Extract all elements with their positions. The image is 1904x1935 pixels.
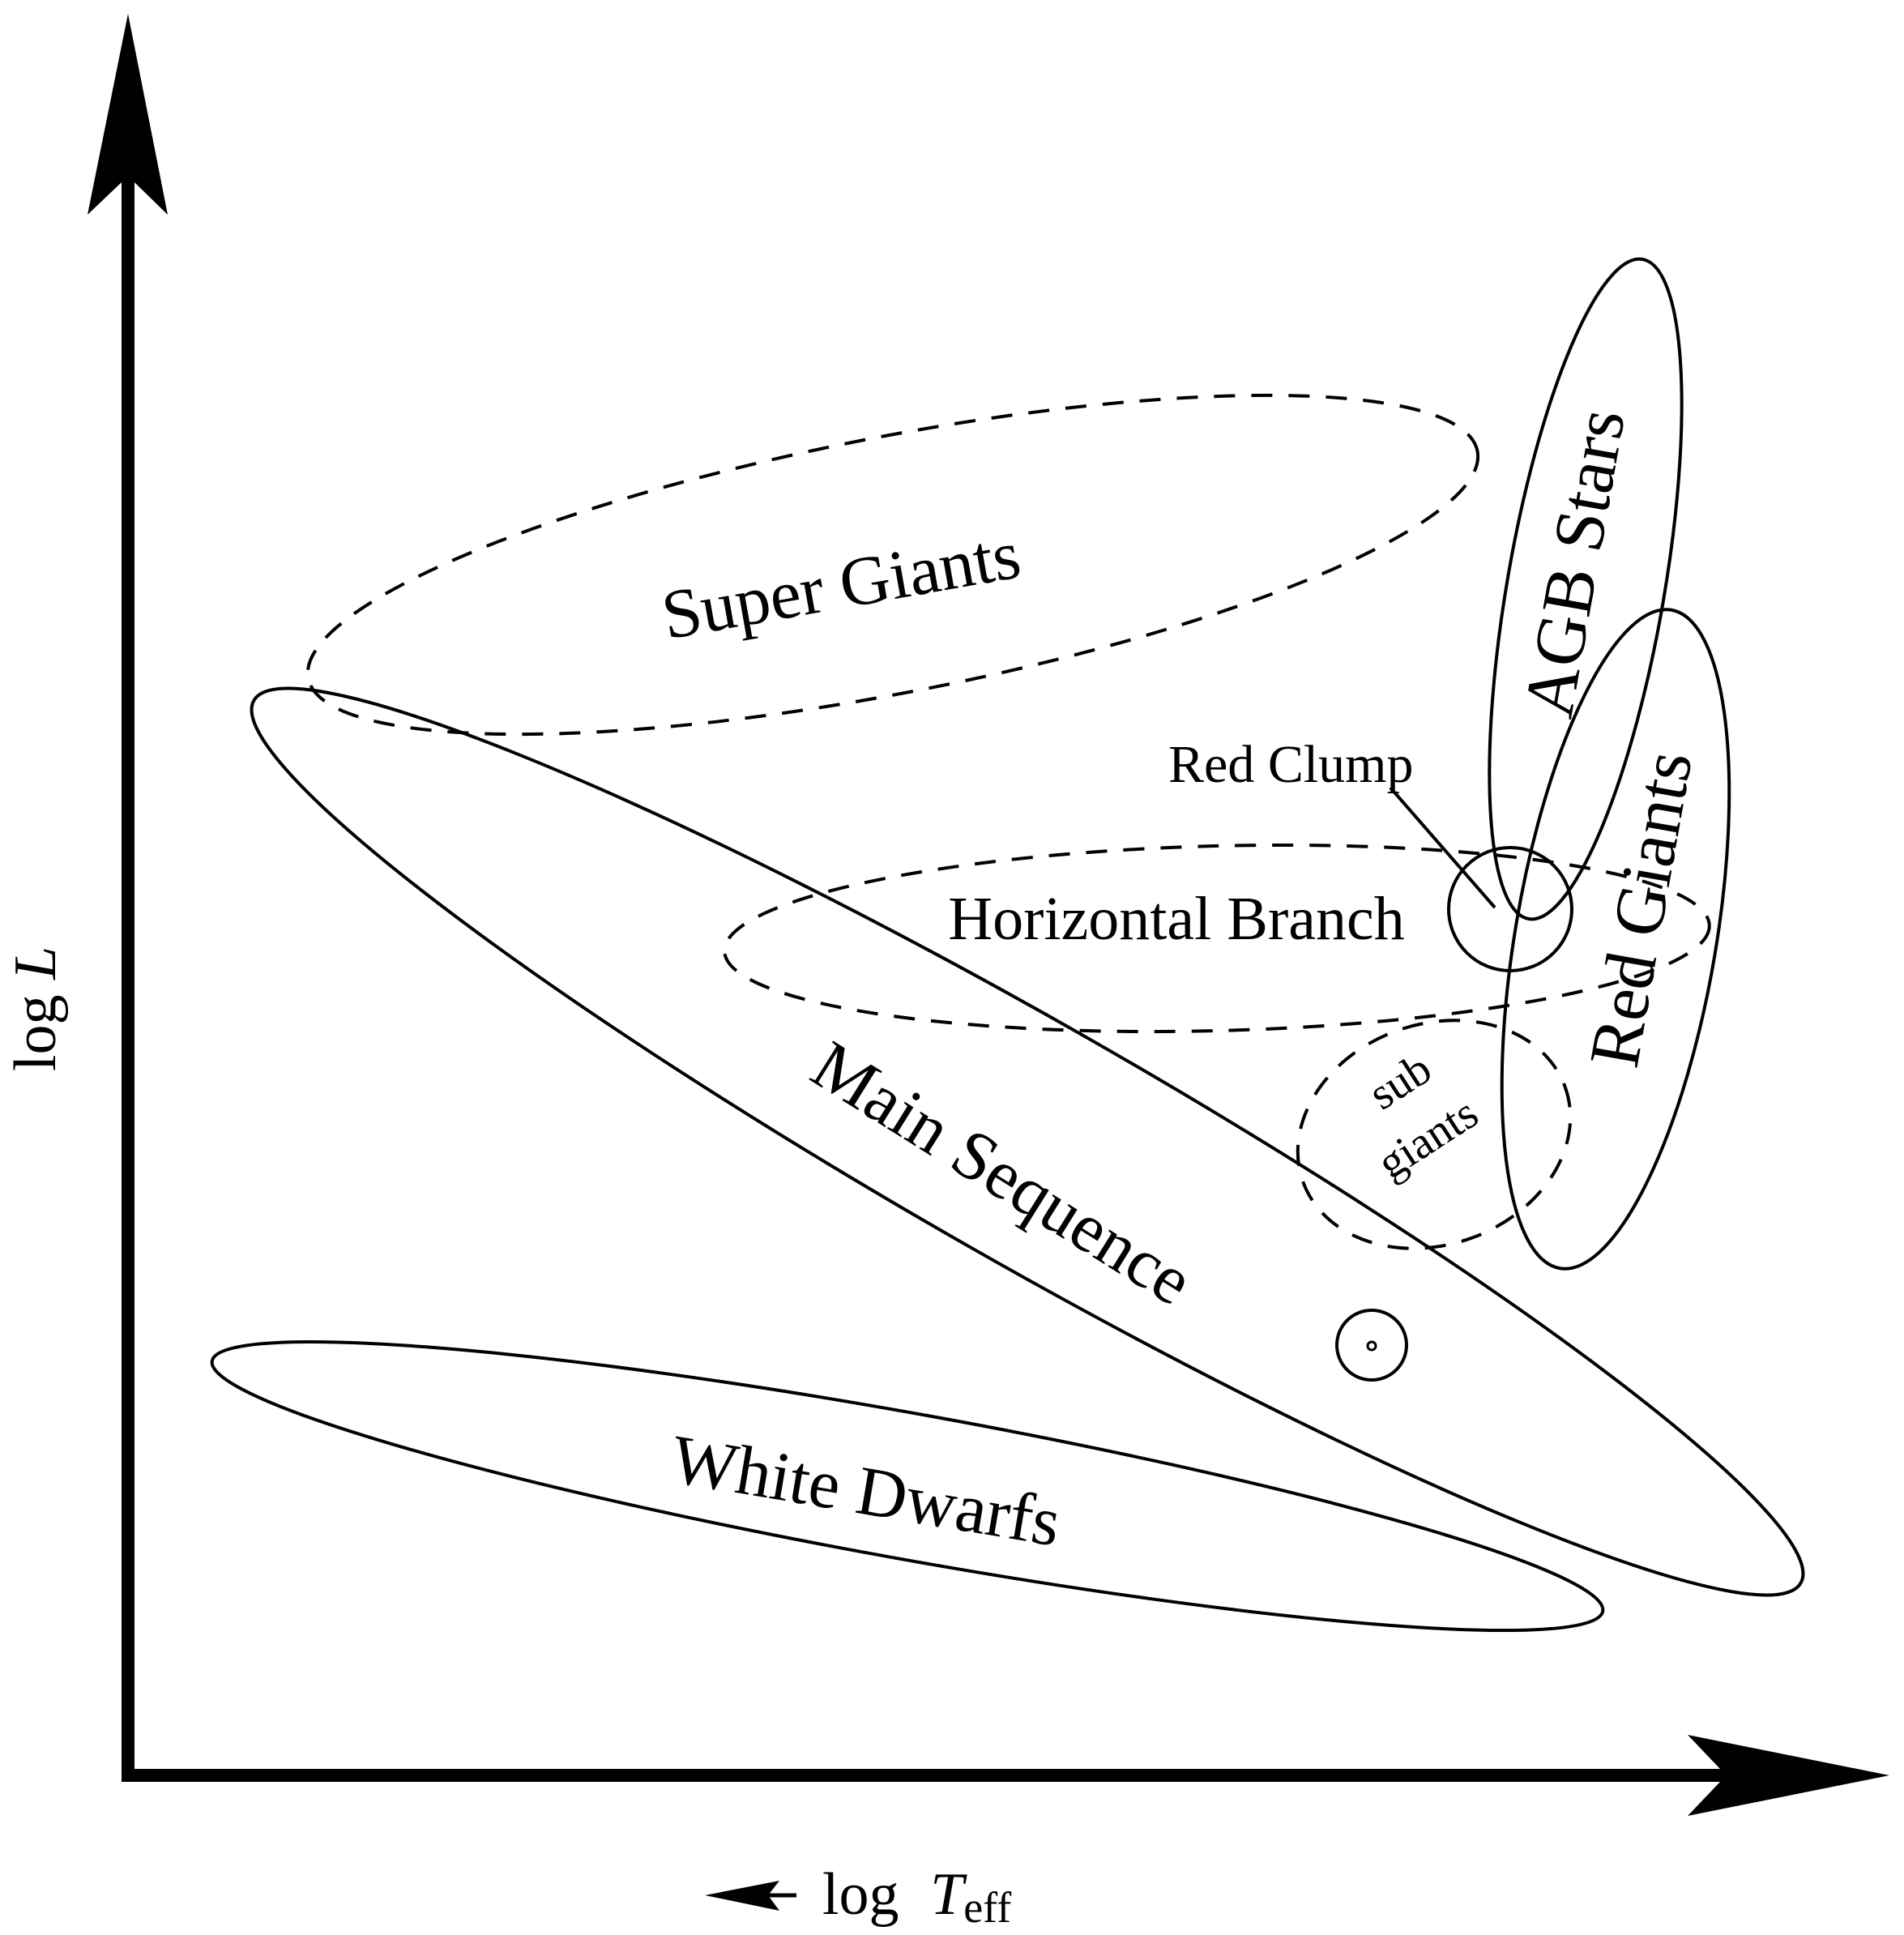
sub-giants-region bbox=[1296, 1019, 1573, 1250]
white-dwarfs-label: White Dwarfs bbox=[666, 1420, 1066, 1561]
y-axis bbox=[88, 14, 168, 1782]
y-axis-arrowhead bbox=[88, 14, 168, 215]
agb-stars-label: AGB Stars bbox=[1509, 404, 1641, 724]
red-clump-label: Red Clump bbox=[1168, 735, 1414, 794]
main-sequence-region bbox=[250, 686, 1805, 1597]
svg-text:log Teff: log Teff bbox=[822, 1861, 1011, 1932]
y-axis-label-var: L bbox=[2, 946, 69, 980]
red-giants-region bbox=[1500, 608, 1731, 1271]
red-clump-leader-line bbox=[1389, 786, 1496, 909]
y-axis-label-prefix: log bbox=[2, 980, 69, 1071]
x-axis-arrowhead bbox=[1688, 1735, 1889, 1816]
super-giants-label: Super Giants bbox=[656, 515, 1027, 654]
red-clump-region bbox=[1447, 846, 1573, 972]
white-dwarfs-region bbox=[210, 1339, 1605, 1633]
horizontal-branch-label: Horizontal Branch bbox=[948, 885, 1404, 953]
x-axis-label-var: T bbox=[930, 1861, 967, 1928]
x-axis-label: log Teff bbox=[705, 1861, 1011, 1932]
x-axis bbox=[122, 1735, 1889, 1816]
x-axis-label-prefix: log bbox=[822, 1861, 914, 1928]
y-axis-label: log L bbox=[2, 946, 69, 1071]
agb-stars-region bbox=[1488, 257, 1684, 921]
left-arrow-icon bbox=[705, 1881, 779, 1911]
sun-icon bbox=[1335, 1309, 1408, 1382]
x-axis-label-sub: eff bbox=[963, 1883, 1011, 1932]
red-giants-label: Red Giants bbox=[1575, 745, 1708, 1073]
horizontal-branch-region bbox=[723, 843, 1711, 1034]
super-giants-region bbox=[305, 393, 1480, 737]
